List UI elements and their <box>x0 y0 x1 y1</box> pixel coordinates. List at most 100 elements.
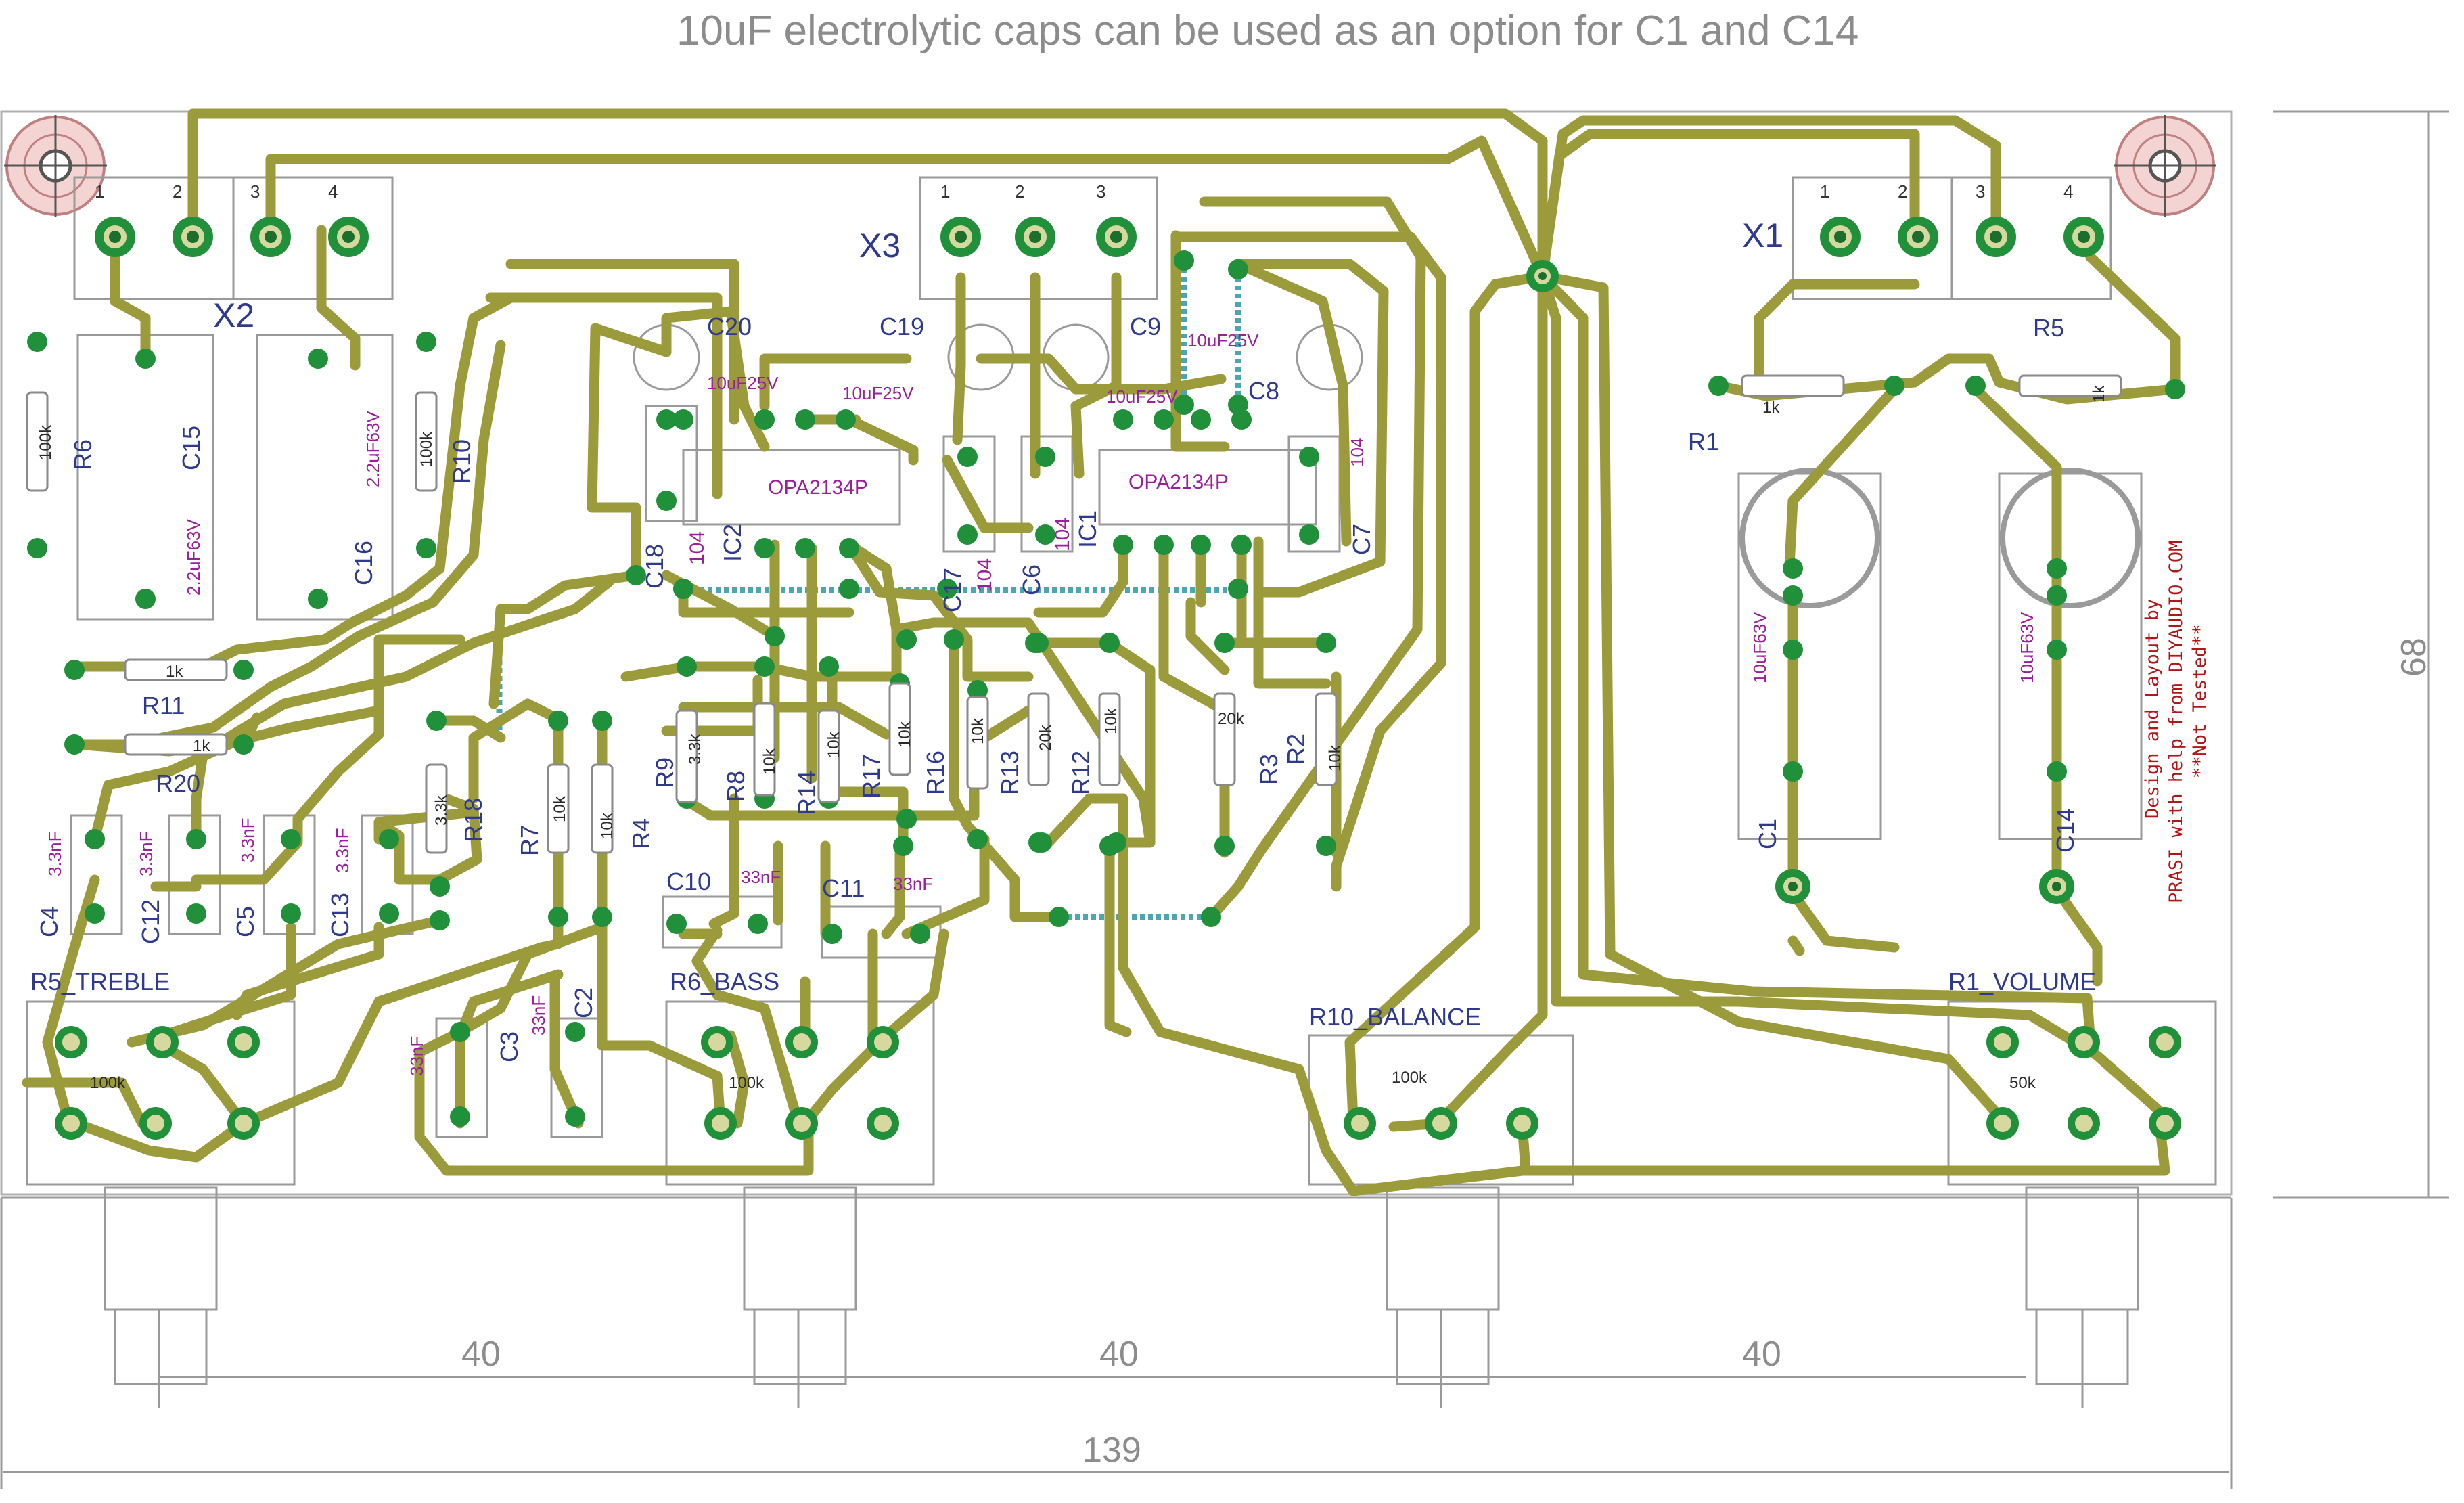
svg-text:10uF25V: 10uF25V <box>707 373 779 393</box>
svg-text:104: 104 <box>1051 518 1074 552</box>
svg-text:C7: C7 <box>1348 524 1375 555</box>
svg-text:3.3nF: 3.3nF <box>136 832 156 877</box>
svg-text:10k: 10k <box>969 717 987 744</box>
svg-text:2.2uF63V: 2.2uF63V <box>363 411 383 487</box>
svg-text:Design and Layout by: Design and Layout by <box>2142 599 2163 819</box>
svg-text:33nF: 33nF <box>741 867 781 887</box>
svg-text:2.2uF63V: 2.2uF63V <box>183 519 204 596</box>
design-credits: Design and Layout by PRASI with help fro… <box>2142 541 2210 903</box>
mounting-hole-left <box>4 115 107 217</box>
svg-text:10uF25V: 10uF25V <box>1187 330 1259 351</box>
svg-text:C1: C1 <box>1754 818 1781 849</box>
svg-text:R7: R7 <box>516 825 543 856</box>
svg-text:3.3k: 3.3k <box>432 794 451 826</box>
svg-text:104: 104 <box>1347 438 1367 467</box>
svg-text:1: 1 <box>1820 181 1829 202</box>
mounting-hole-right <box>2114 115 2216 217</box>
svg-text:1k: 1k <box>1762 399 1780 417</box>
svg-text:10k: 10k <box>598 812 616 839</box>
dimension-label-spacing-2: 40 <box>1099 1334 1139 1374</box>
dimension-lines <box>3 110 2449 1473</box>
svg-text:R2: R2 <box>1282 734 1310 765</box>
svg-text:C4: C4 <box>35 906 63 937</box>
svg-text:R1: R1 <box>1688 428 1719 455</box>
capacitor-values: 10uF63V 33nF 33nF 3.3nF 3.3nF 104 104 10… <box>45 330 2037 1076</box>
svg-text:10uF25V: 10uF25V <box>1106 386 1178 407</box>
dimension-label-width: 139 <box>1082 1431 1141 1470</box>
svg-text:C20: C20 <box>707 313 752 340</box>
svg-text:R16: R16 <box>921 750 949 795</box>
svg-text:10uF63V: 10uF63V <box>1750 612 1770 683</box>
title-note: 10uF electrolytic caps can be used as an… <box>677 7 1858 54</box>
svg-text:R20: R20 <box>156 769 200 797</box>
svg-text:4: 4 <box>328 181 338 202</box>
svg-text:R4: R4 <box>627 818 655 849</box>
svg-text:1: 1 <box>95 181 104 202</box>
connector-x3-label: X3 <box>859 227 900 265</box>
svg-text:1: 1 <box>940 181 950 202</box>
svg-text:R11: R11 <box>142 692 185 719</box>
svg-text:10uF25V: 10uF25V <box>842 383 914 403</box>
svg-text:2: 2 <box>173 181 182 202</box>
capacitor-references: C1 C2 C3 C4 C5 C6 C7 C8 C9 C10 C11 C12 C… <box>35 313 2079 1062</box>
svg-text:20k: 20k <box>1036 724 1055 751</box>
dimension-label-height: 68 <box>2394 637 2434 677</box>
svg-text:104: 104 <box>974 558 996 592</box>
svg-text:1k: 1k <box>2090 385 2108 403</box>
svg-text:2: 2 <box>1898 181 1907 202</box>
svg-text:R10_BALANCE: R10_BALANCE <box>1309 1003 1481 1031</box>
svg-text:3: 3 <box>1976 181 1985 202</box>
svg-text:100k: 100k <box>417 431 436 467</box>
resistor-references: R1 R2 R3 R4 R5 R6 R7 R8 R9 R10 R11 R12 R… <box>69 314 2064 856</box>
svg-text:1k: 1k <box>193 737 210 755</box>
svg-text:R5_TREBLE: R5_TREBLE <box>30 968 170 995</box>
connector-x2-label: X2 <box>213 296 254 334</box>
resistor-values: 1k 10k 20k 10k 1k 100k 10k 10k 3.3k 100k… <box>37 385 2108 839</box>
ic2-part: OPA2134P <box>768 476 868 499</box>
svg-text:3: 3 <box>250 181 260 202</box>
svg-text:3.3k: 3.3k <box>686 734 704 765</box>
svg-text:C11: C11 <box>822 874 865 902</box>
svg-text:R14: R14 <box>793 771 821 815</box>
svg-text:R9: R9 <box>651 757 679 788</box>
svg-text:50k: 50k <box>2009 1074 2036 1092</box>
svg-text:R6: R6 <box>69 439 97 470</box>
svg-text:C3: C3 <box>495 1031 523 1062</box>
svg-text:R13: R13 <box>996 750 1024 795</box>
ic2-label: IC2 <box>718 524 746 562</box>
resistor-bodies <box>26 374 2122 854</box>
svg-text:3.3nF: 3.3nF <box>45 832 65 877</box>
svg-text:R3: R3 <box>1255 754 1283 785</box>
svg-text:C2: C2 <box>570 987 597 1018</box>
svg-text:R8: R8 <box>722 771 750 802</box>
svg-text:R18: R18 <box>459 798 487 843</box>
svg-text:3: 3 <box>1096 181 1105 202</box>
svg-text:R17: R17 <box>857 754 885 799</box>
svg-text:10k: 10k <box>551 795 569 822</box>
svg-text:C9: C9 <box>1130 313 1161 340</box>
svg-text:100k: 100k <box>1392 1069 1428 1087</box>
svg-text:C16: C16 <box>350 541 378 585</box>
svg-text:R10: R10 <box>448 439 476 484</box>
potentiometer-labels: R5_TREBLE 100k R6_BASS 100k R10_BALANCE … <box>30 968 2096 1092</box>
svg-text:C13: C13 <box>326 893 354 937</box>
solder-pads <box>27 217 2185 1140</box>
svg-text:100k: 100k <box>37 424 55 460</box>
svg-text:C8: C8 <box>1248 377 1279 405</box>
svg-text:R1_VOLUME: R1_VOLUME <box>1948 968 2096 995</box>
svg-text:33nF: 33nF <box>528 995 549 1035</box>
ic1-part: OPA2134P <box>1128 471 1229 493</box>
svg-text:**Not Tested**: **Not Tested** <box>2189 624 2210 778</box>
svg-text:33nF: 33nF <box>893 874 933 894</box>
svg-text:20k: 20k <box>1218 710 1245 728</box>
svg-text:100k: 100k <box>729 1074 765 1092</box>
svg-text:10uF63V: 10uF63V <box>2017 612 2037 683</box>
svg-text:C6: C6 <box>1018 564 1045 596</box>
svg-text:C15: C15 <box>177 426 205 470</box>
connector-pin-numbers: 1 2 3 4 1 2 3 1 2 3 4 <box>95 181 2073 202</box>
svg-text:R6_BASS: R6_BASS <box>670 968 779 995</box>
svg-text:C14: C14 <box>2051 808 2079 853</box>
svg-text:1k: 1k <box>166 663 183 681</box>
svg-text:4: 4 <box>2063 181 2073 202</box>
